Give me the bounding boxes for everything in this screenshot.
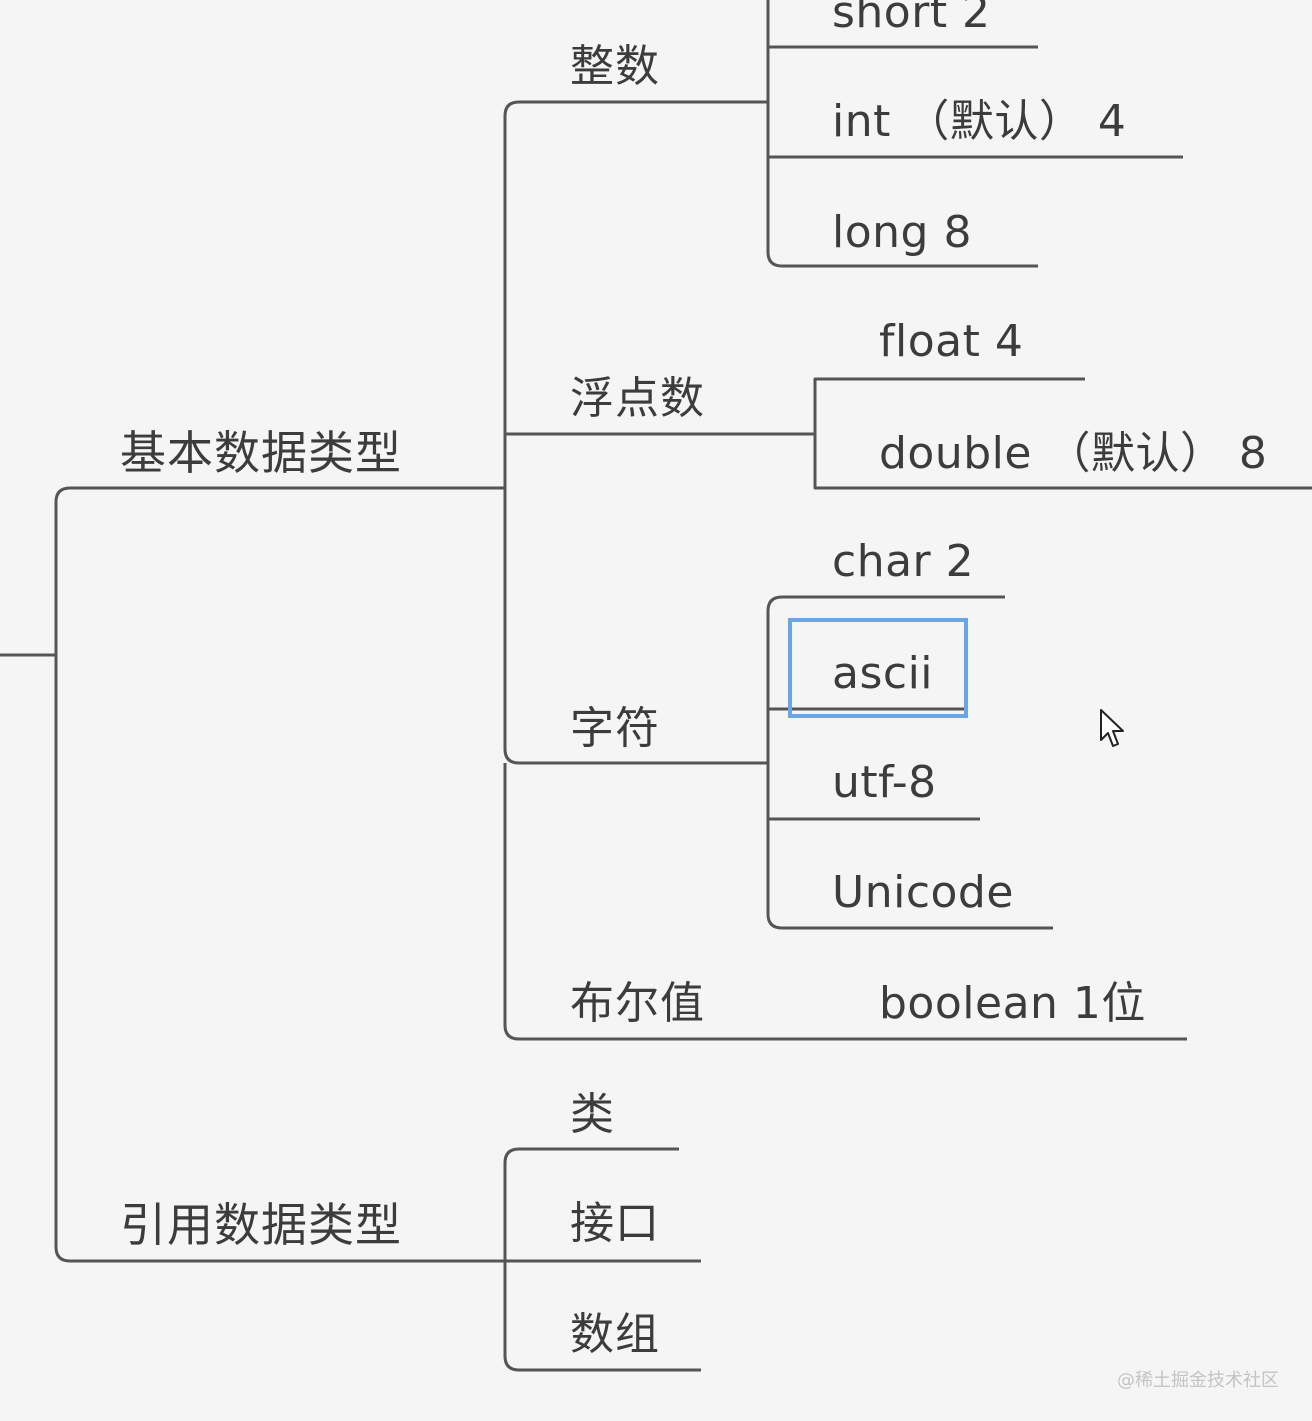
watermark: @稀土掘金技术社区 (1117, 1370, 1279, 1391)
connector-level1 (54, 486, 505, 1263)
node-boolean-size[interactable]: boolean 1位 (879, 978, 1146, 1029)
node-int[interactable]: int （默认） 4 (832, 96, 1127, 147)
node-double[interactable]: double （默认） 8 (879, 428, 1268, 479)
node-float[interactable]: 浮点数 (570, 373, 705, 424)
connector-basic (503, 100, 815, 1041)
connector-float (813, 377, 1312, 490)
node-char[interactable]: 字符 (570, 703, 660, 754)
node-basic-types[interactable]: 基本数据类型 (120, 426, 402, 480)
node-short[interactable]: short 2 (832, 0, 991, 38)
node-integer[interactable]: 整数 (570, 41, 660, 92)
node-class[interactable]: 类 (570, 1089, 615, 1140)
connector-integer (766, 0, 1183, 268)
node-unicode[interactable]: Unicode (832, 867, 1014, 918)
mouse-pointer-icon (1100, 709, 1124, 747)
node-array[interactable]: 数组 (570, 1309, 660, 1360)
node-interface[interactable]: 接口 (570, 1198, 660, 1249)
node-reference-types[interactable]: 引用数据类型 (120, 1198, 402, 1252)
connector-char (766, 595, 1053, 930)
node-char-size[interactable]: char 2 (832, 536, 975, 587)
node-float-type[interactable]: float 4 (879, 316, 1024, 367)
node-boolean[interactable]: 布尔值 (570, 978, 705, 1029)
node-utf8[interactable]: utf-8 (832, 757, 937, 808)
node-long[interactable]: long 8 (832, 207, 972, 258)
selection-box (788, 618, 968, 718)
node-ascii[interactable]: ascii (832, 648, 934, 699)
connector-reference (503, 1147, 701, 1372)
